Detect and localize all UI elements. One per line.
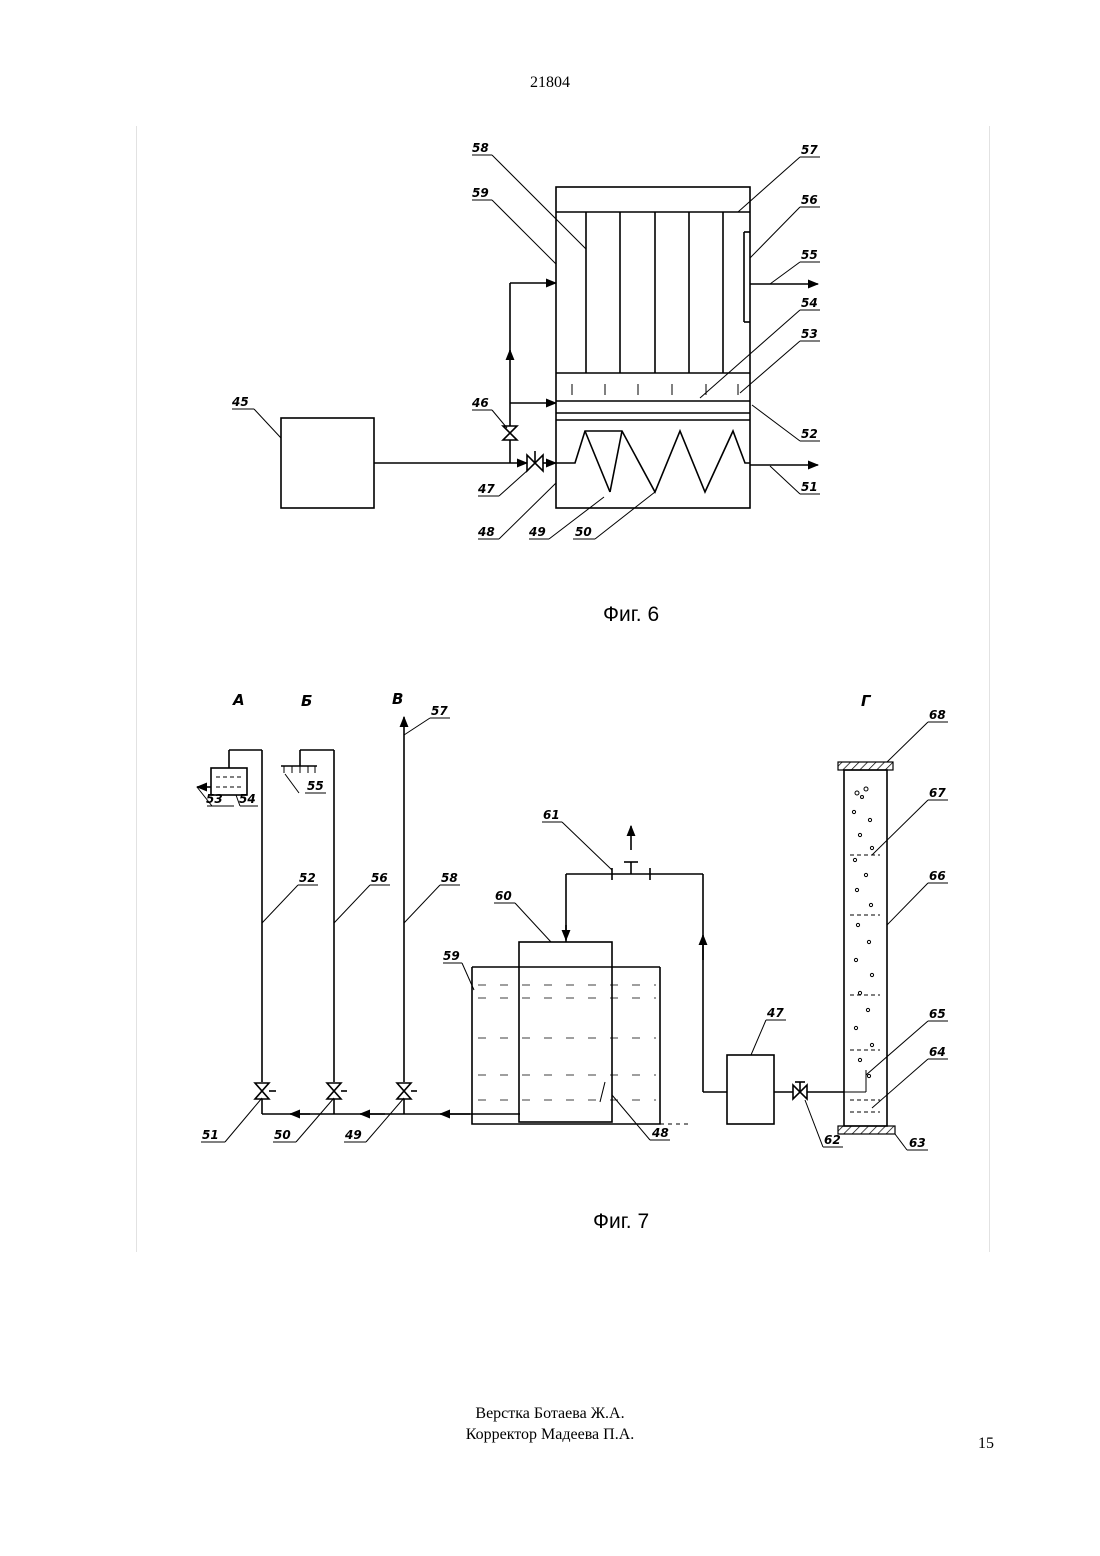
block-45 [281, 418, 374, 508]
label-46: 46 [471, 396, 489, 410]
label-67: 67 [929, 786, 946, 800]
label-53: 53 [206, 792, 223, 806]
section-a-label: А [232, 691, 245, 709]
label-50: 50 [575, 525, 592, 539]
label-61: 61 [543, 808, 560, 822]
label-65: 65 [929, 1007, 946, 1021]
footer-layout-credit: Верстка Ботаева Ж.А. [0, 1403, 1100, 1424]
label-68: 68 [929, 708, 946, 722]
tube-bundle [586, 212, 723, 373]
label-60: 60 [495, 889, 512, 903]
label-58: 58 [472, 141, 489, 155]
label-57: 57 [431, 704, 448, 718]
section-g-label: Г [861, 692, 872, 710]
label-54: 54 [801, 296, 818, 310]
section-b-label: Б [301, 692, 312, 710]
label-66: 66 [929, 869, 946, 883]
label-55: 55 [801, 248, 818, 262]
bubbles-67 [852, 787, 873, 1078]
heater-coil-50 [556, 431, 750, 492]
valve-49 [397, 1083, 411, 1099]
label-45: 45 [231, 395, 249, 409]
label-52: 52 [801, 427, 818, 441]
block-47 [727, 1055, 774, 1124]
label-53: 53 [801, 327, 818, 341]
page-number: 15 [978, 1435, 994, 1453]
label-59: 59 [443, 949, 460, 963]
label-47: 47 [477, 482, 495, 496]
label-56: 56 [801, 193, 818, 207]
label-51: 51 [801, 480, 818, 494]
label-63: 63 [909, 1136, 926, 1150]
valve-51 [255, 1083, 269, 1099]
vessel-fig6 [556, 187, 750, 508]
figure-7-caption: Фиг. 7 [593, 1210, 649, 1234]
vessel-54 [211, 768, 247, 795]
footer-proofreader-credit: Корректор Мадеева П.А. [0, 1424, 1100, 1445]
label-62: 62 [824, 1133, 841, 1147]
label-49: 49 [344, 1128, 362, 1142]
valve-46 [503, 426, 517, 440]
label-51: 51 [202, 1128, 219, 1142]
label-54: 54 [239, 792, 256, 806]
label-56: 56 [371, 871, 388, 885]
valve-50 [327, 1083, 341, 1099]
label-52: 52 [299, 871, 316, 885]
label-64: 64 [929, 1045, 946, 1059]
label-48: 48 [477, 525, 495, 539]
bell-60 [519, 942, 612, 1122]
label-58: 58 [441, 871, 458, 885]
figure-6-diagram: 45 46 47 48 49 50 51 52 53 54 55 56 57 5… [231, 141, 820, 539]
label-50: 50 [274, 1128, 291, 1142]
cap-68 [838, 762, 893, 770]
label-59: 59 [472, 186, 489, 200]
figure-6-caption: Фиг. 6 [603, 603, 659, 627]
nozzle-row [572, 384, 738, 395]
label-49: 49 [528, 525, 546, 539]
base-63 [838, 1126, 895, 1134]
figure-7-diagram: А Б В Г [197, 690, 948, 1150]
tank-59 [472, 967, 660, 1124]
footer-credits: Верстка Ботаева Ж.А. Корректор Мадеева П… [0, 1403, 1100, 1445]
section-v-label: В [392, 690, 403, 708]
label-57: 57 [801, 143, 818, 157]
bell-drain-48 [600, 1082, 605, 1102]
label-47: 47 [766, 1006, 784, 1020]
label-55: 55 [307, 779, 324, 793]
label-48: 48 [651, 1126, 669, 1140]
